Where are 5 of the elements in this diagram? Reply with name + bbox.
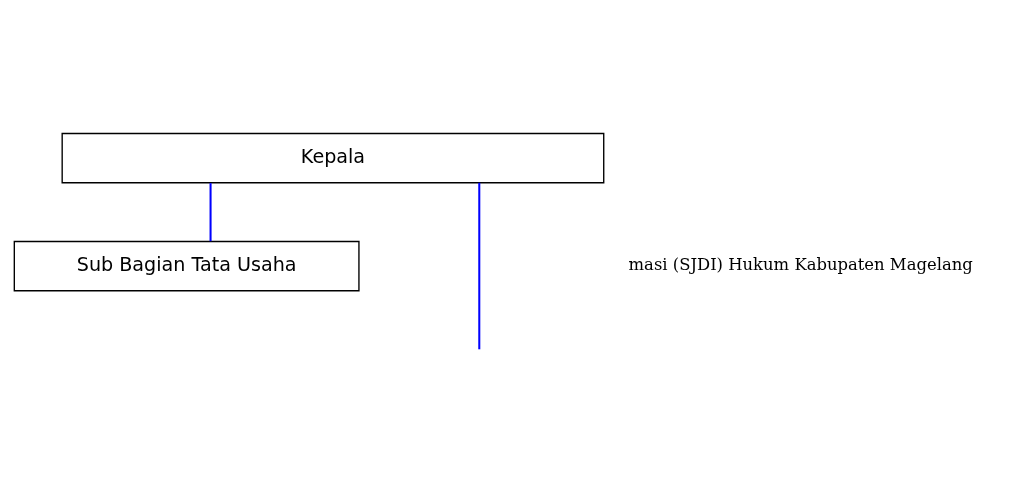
node-box: Sub Bagian Tata Usaha — [13, 240, 360, 291]
connector — [209, 182, 212, 241]
label: masi (SJDI) Hukum Kabupaten Magelang — [628, 254, 973, 274]
node-box: Kepala — [61, 132, 605, 183]
connector — [478, 182, 481, 349]
